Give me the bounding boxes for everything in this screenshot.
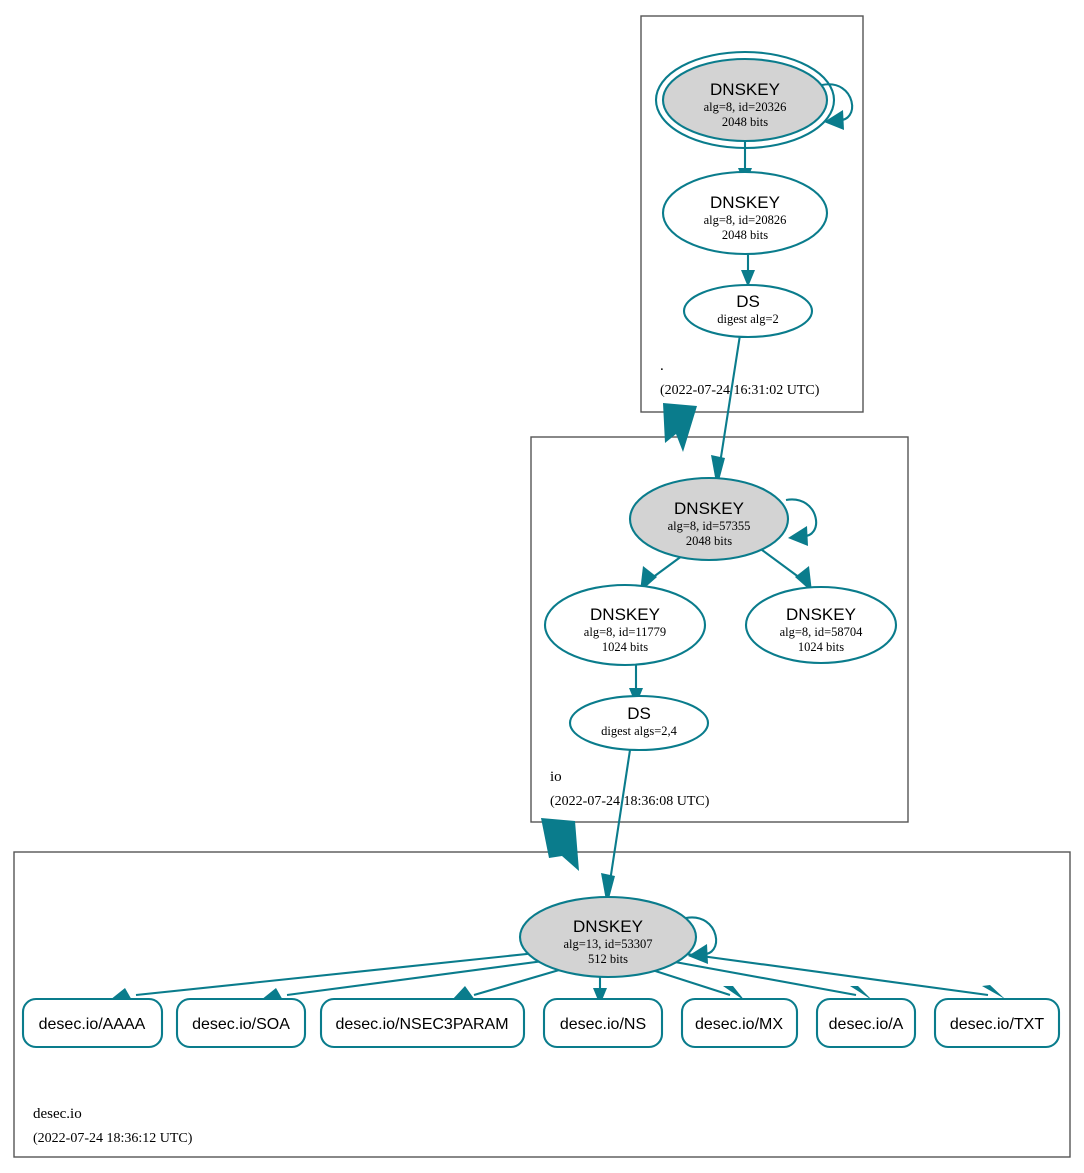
zone-label-desec: desec.io (33, 1106, 82, 1122)
node-subtitle-bits: 2048 bits (722, 115, 768, 129)
node-subtitle-bits: 1024 bits (798, 640, 844, 654)
edge-desec-key-self-sign (685, 916, 718, 964)
edge-ds-io-to-io-ksk (711, 334, 742, 488)
node-subtitle-bits: 512 bits (588, 952, 628, 966)
delegation-arrow-io-to-desec (541, 818, 579, 871)
node-shape (543, 583, 707, 667)
node-root-zsk-dnskey[interactable]: DNSKEY alg=8, id=20826 2048 bits (661, 170, 829, 256)
rrset-box (175, 997, 307, 1049)
edge-key-to-rr-a (663, 958, 872, 1000)
rrset-label: desec.io/TXT (950, 1016, 1044, 1033)
rrset-mx[interactable]: desec.io/MX (680, 997, 799, 1049)
edge-io-ksk-self-sign (785, 498, 818, 546)
zone-timestamp-root: (2022-07-24 16:31:02 UTC) (660, 383, 820, 398)
node-root-ksk-dnskey[interactable]: DNSKEY alg=8, id=20326 2048 bits (654, 50, 836, 150)
rrset-txt[interactable]: desec.io/TXT (933, 997, 1061, 1049)
node-title: DNSKEY (573, 917, 643, 936)
node-shape (682, 283, 814, 339)
node-subtitle-bits: 2048 bits (722, 228, 768, 242)
rrset-label: desec.io/NS (560, 1016, 646, 1033)
node-desec-dnskey[interactable]: DNSKEY alg=13, id=53307 512 bits (518, 895, 698, 979)
node-shape (568, 694, 710, 752)
delegation-arrow-root-to-io (663, 403, 697, 452)
node-subtitle-bits: 2048 bits (686, 534, 732, 548)
node-subtitle-alg: alg=8, id=20326 (704, 100, 787, 114)
zone-label-root: . (660, 358, 664, 374)
node-subtitle-digest: digest alg=2 (717, 312, 779, 326)
node-io-ds-desec[interactable]: DS digest algs=2,4 (568, 694, 710, 752)
node-io-ksk-dnskey[interactable]: DNSKEY alg=8, id=57355 2048 bits (628, 476, 790, 562)
rrset-soa[interactable]: desec.io/SOA (175, 997, 307, 1049)
rrset-box (680, 997, 799, 1049)
rrset-ns[interactable]: desec.io/NS (542, 997, 664, 1049)
node-title: DNSKEY (710, 80, 780, 99)
node-subtitle-bits: 1024 bits (602, 640, 648, 654)
edge-root-ksk-self-sign (821, 83, 854, 130)
node-title: DNSKEY (786, 605, 856, 624)
node-io-zsk-58704[interactable]: DNSKEY alg=8, id=58704 1024 bits (744, 585, 898, 665)
rrset-label: desec.io/SOA (192, 1016, 290, 1033)
edge-key-to-rr-txt (671, 950, 1005, 999)
node-shape (518, 895, 698, 979)
node-title: DS (736, 292, 760, 311)
node-io-zsk-11779[interactable]: DNSKEY alg=8, id=11779 1024 bits (543, 583, 707, 667)
rrset-box (542, 997, 664, 1049)
zone-timestamp-io: (2022-07-24 18:36:08 UTC) (550, 794, 710, 809)
rrset-box (933, 997, 1061, 1049)
node-title: DNSKEY (590, 605, 660, 624)
node-subtitle-alg: alg=8, id=11779 (584, 625, 666, 639)
rrset-aaaa[interactable]: desec.io/AAAA (21, 997, 164, 1049)
node-title: DNSKEY (710, 193, 780, 212)
edge-io-ksk-to-zsk-58704 (761, 549, 812, 592)
rrset-box (319, 997, 526, 1049)
node-subtitle-digest: digest algs=2,4 (601, 724, 678, 738)
node-title: DS (627, 704, 651, 723)
node-shape (661, 170, 829, 256)
node-shape (744, 585, 898, 665)
rrset-label: desec.io/MX (695, 1016, 783, 1033)
node-subtitle-alg: alg=8, id=20826 (704, 213, 787, 227)
node-shape (628, 476, 790, 562)
node-root-ds-io[interactable]: DS digest alg=2 (682, 283, 814, 339)
node-title: DNSKEY (674, 499, 744, 518)
edge-key-to-rr-mx (645, 967, 745, 1001)
rrset-label: desec.io/AAAA (39, 1016, 146, 1033)
node-subtitle-alg: alg=8, id=57355 (668, 519, 751, 533)
node-shape (661, 57, 829, 143)
edge-ds-desec-to-desec-key (601, 749, 632, 906)
rrset-box (815, 997, 917, 1049)
node-subtitle-alg: alg=13, id=53307 (563, 937, 652, 951)
zone-timestamp-desec: (2022-07-24 18:36:12 UTC) (33, 1131, 193, 1146)
rrset-label: desec.io/NSEC3PARAM (335, 1016, 508, 1033)
trust-anchor-outer-ring (654, 50, 836, 150)
rrset-nsec3param[interactable]: desec.io/NSEC3PARAM (319, 997, 526, 1049)
node-subtitle-alg: alg=8, id=58704 (780, 625, 864, 639)
rrset-box (21, 997, 164, 1049)
rrset-label: desec.io/A (829, 1016, 904, 1033)
rrset-a[interactable]: desec.io/A (815, 997, 917, 1049)
zone-label-io: io (550, 769, 562, 785)
edge-key-to-rr-nsec3param (452, 966, 567, 1000)
